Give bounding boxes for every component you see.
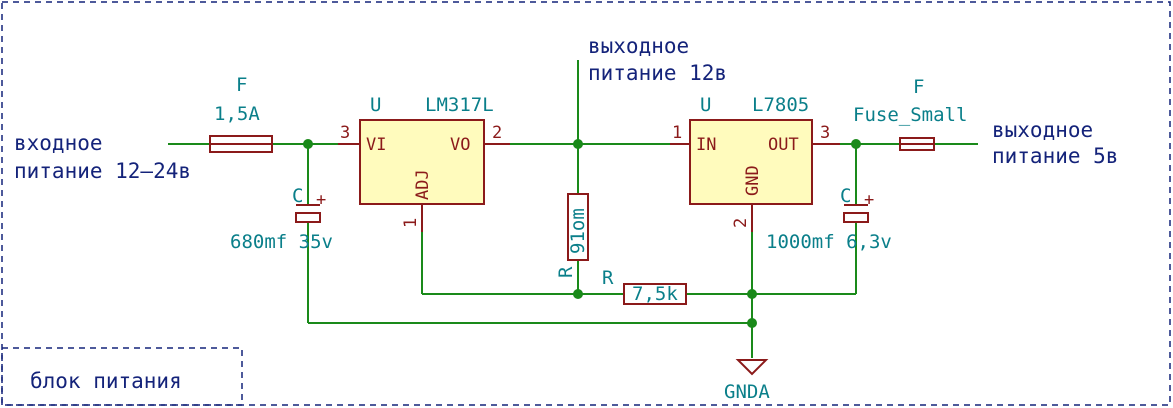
l7805-pin-out: OUT <box>768 135 799 155</box>
fuse-2-value: Fuse_Small <box>853 104 967 126</box>
fuse-1-ref: F <box>236 74 247 96</box>
fuse-2: F Fuse_Small <box>853 76 967 151</box>
lm317-pin-num-adj: 1 <box>401 218 421 228</box>
junctions <box>303 139 861 328</box>
lm317-body <box>359 119 485 205</box>
input-label-line1: входное <box>14 131 103 155</box>
resistor-1: R 91om <box>555 193 589 278</box>
l7805-body <box>689 119 813 205</box>
resistor-2: R 7,5k <box>602 267 687 305</box>
fuse-2-ref: F <box>913 76 924 98</box>
output12-label-line2: питание 12в <box>588 61 727 85</box>
lm317-value: LM317L <box>425 94 494 116</box>
resistor-1-body <box>567 193 589 261</box>
cap-1-value: 680mf 35v <box>230 231 333 253</box>
lm317-pin-num-in: 3 <box>340 123 350 143</box>
ground-icon <box>735 359 769 376</box>
regulator-lm317: U LM317L VI VO ADJ 3 2 1 <box>338 94 510 232</box>
capacitor-1: C + 680mf 35v <box>230 185 333 253</box>
cap-2-polarity: + <box>864 190 874 210</box>
input-label-line2: питание 12–24в <box>14 159 191 183</box>
l7805-ref: U <box>700 94 711 116</box>
lm317-pin-vo: VO <box>450 135 470 155</box>
ground-symbol: GNDA <box>724 359 770 403</box>
junction-dot <box>573 289 583 299</box>
cap-1-ref: C <box>292 185 303 207</box>
lm317-pin-vi: VI <box>366 135 386 155</box>
lm317-pin-adj: ADJ <box>413 169 433 200</box>
lm317-ref: U <box>370 94 381 116</box>
lm317-pin-num-out: 2 <box>492 123 502 143</box>
output5-label-line1: выходное <box>992 118 1093 142</box>
junction-dot <box>851 139 861 149</box>
output12-label-line1: выходное <box>588 34 689 58</box>
l7805-pin-in: IN <box>696 135 716 155</box>
block-title: блок питания <box>30 369 182 393</box>
l7805-pin-gnd: GND <box>743 165 763 196</box>
resistor-2-body <box>623 283 687 305</box>
resistor-2-ref: R <box>602 267 614 289</box>
resistor-2-value: 7,5k <box>632 283 678 305</box>
junction-dot <box>303 139 313 149</box>
wires <box>168 60 978 358</box>
fuse-1: F 1,5A <box>209 74 273 153</box>
fuse-1-value: 1,5A <box>214 103 260 125</box>
l7805-pin-num-in: 1 <box>672 123 682 143</box>
cap-1-polarity: + <box>316 190 326 210</box>
output5-label-line2: питание 5в <box>992 144 1118 168</box>
title-block-frame <box>1 347 243 406</box>
junction-dot <box>573 139 583 149</box>
capacitor-2: C + 1000mf 6,3v <box>766 185 892 253</box>
resistor-1-ref: R <box>555 266 577 278</box>
resistor-1-value: 91om <box>567 208 589 254</box>
cap-2-value: 1000mf 6,3v <box>766 231 892 253</box>
junction-dot <box>747 289 757 299</box>
l7805-pin-num-out: 3 <box>820 123 830 143</box>
cap-2-ref: C <box>840 185 851 207</box>
l7805-pin-num-gnd: 2 <box>731 218 751 228</box>
l7805-value: L7805 <box>752 94 809 116</box>
ground-label: GNDA <box>724 381 770 403</box>
junction-dot <box>747 318 757 328</box>
regulator-l7805: U L7805 IN OUT GND 1 3 2 <box>670 94 840 232</box>
